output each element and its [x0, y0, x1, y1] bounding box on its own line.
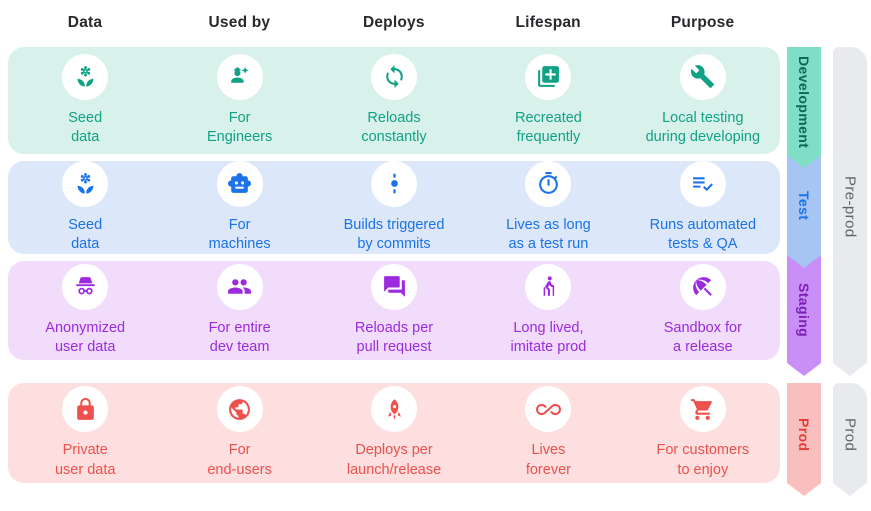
cell-label: Local testing during developing — [645, 109, 761, 145]
cell-prod-deploys: Deploys per launch/release — [317, 383, 471, 483]
column-header-purpose: Purpose — [670, 14, 735, 31]
cell-staging-purpose: Sandbox for a release — [626, 261, 780, 360]
row-test: Seed data For machines Builds triggered by… — [8, 161, 780, 254]
rocket-icon — [371, 386, 418, 433]
forum-icon — [371, 263, 418, 310]
lock-icon — [62, 386, 109, 433]
cell-label: Builds triggered by commits — [343, 216, 445, 252]
robot-icon — [216, 161, 263, 207]
cell-label: For end-users — [207, 442, 272, 478]
cell-development-data: Seed data — [8, 47, 162, 154]
ribbon-label: Test — [796, 191, 812, 221]
cell-label: Lives forever — [525, 442, 571, 478]
cell-prod-data: Private user data — [8, 383, 162, 483]
cell-label: Anonymized user data — [45, 319, 126, 355]
cell-development-used-by: For Engineers — [162, 47, 316, 154]
cell-test-used-by: For machines — [162, 161, 316, 254]
cell-label: Lives as long as a test run — [506, 216, 591, 252]
cell-label: For machines — [208, 216, 271, 252]
cell-test-data: Seed data — [8, 161, 162, 254]
cell-staging-deploys: Reloads per pull request — [317, 261, 471, 360]
cell-test-purpose: Runs automated tests & QA — [626, 161, 780, 254]
group-ribbon-pre-prod: Pre-prod — [833, 47, 867, 376]
engineer-icon — [216, 53, 263, 100]
cell-label: Runs automated tests & QA — [649, 216, 757, 252]
group-ribbon-label: Pre-prod — [841, 175, 859, 238]
group-ribbon-label: Prod — [841, 417, 859, 452]
ribbon-test: Test — [787, 154, 821, 268]
ribbon-label: Development — [796, 56, 812, 149]
checklist-icon — [679, 161, 726, 207]
cell-label: Seed data — [68, 109, 103, 145]
cell-development-lifespan: Recreated frequently — [471, 47, 625, 154]
row-prod: Private user data For end-users Deploys pe… — [8, 383, 780, 483]
timer-icon — [525, 161, 572, 207]
ribbon-staging: Staging — [787, 254, 821, 376]
group-ribbon-prod: Prod — [833, 383, 867, 496]
cell-staging-data: Anonymized user data — [8, 261, 162, 360]
row-development: Seed data For Engineers Reloads constantly… — [8, 47, 780, 154]
cell-development-purpose: Local testing during developing — [626, 47, 780, 154]
column-header-lifespan: Lifespan — [515, 14, 581, 31]
column-header-data: Data — [67, 14, 103, 31]
commit-icon — [371, 161, 418, 207]
cell-label: For entire dev team — [208, 319, 271, 355]
cell-label: Long lived, imitate prod — [510, 319, 587, 355]
cell-label: For customers to enjoy — [656, 442, 750, 478]
cell-test-lifespan: Lives as long as a test run — [471, 161, 625, 254]
cell-test-deploys: Builds triggered by commits — [317, 161, 471, 254]
column-header-deploys: Deploys — [362, 14, 425, 31]
ribbon-development: Development — [787, 47, 821, 168]
column-header-used-by: Used by — [208, 14, 271, 31]
ribbon-prod: Prod — [787, 383, 821, 496]
cell-label: Deploys per launch/release — [346, 442, 442, 478]
umbrella-icon — [679, 263, 726, 310]
seed-icon — [62, 53, 109, 100]
cell-label: Reloads per pull request — [354, 319, 434, 355]
cell-label: Sandbox for a release — [663, 319, 742, 355]
cell-development-deploys: Reloads constantly — [317, 47, 471, 154]
row-staging: Anonymized user data For entire dev team R… — [8, 261, 780, 360]
infinity-icon — [525, 386, 572, 433]
cell-prod-lifespan: Lives forever — [471, 383, 625, 483]
elderly-icon — [525, 263, 572, 310]
cart-icon — [679, 386, 726, 433]
incognito-icon — [62, 263, 109, 310]
ribbon-label: Prod — [796, 417, 812, 452]
seed-icon — [62, 161, 109, 207]
cell-label: Seed data — [68, 216, 103, 252]
cell-label: Recreated frequently — [514, 109, 582, 145]
globe-icon — [216, 386, 263, 433]
sync-icon — [371, 53, 418, 100]
cell-staging-lifespan: Long lived, imitate prod — [471, 261, 625, 360]
group-icon — [216, 263, 263, 310]
wrench-icon — [679, 53, 726, 100]
cell-label: For Engineers — [206, 109, 273, 145]
cell-label: Reloads constantly — [361, 109, 427, 145]
cell-staging-used-by: For entire dev team — [162, 261, 316, 360]
cell-label: Private user data — [54, 442, 116, 478]
cell-prod-purpose: For customers to enjoy — [626, 383, 780, 483]
cell-prod-used-by: For end-users — [162, 383, 316, 483]
ribbon-label: Staging — [796, 282, 812, 338]
library-add-icon — [525, 53, 572, 100]
